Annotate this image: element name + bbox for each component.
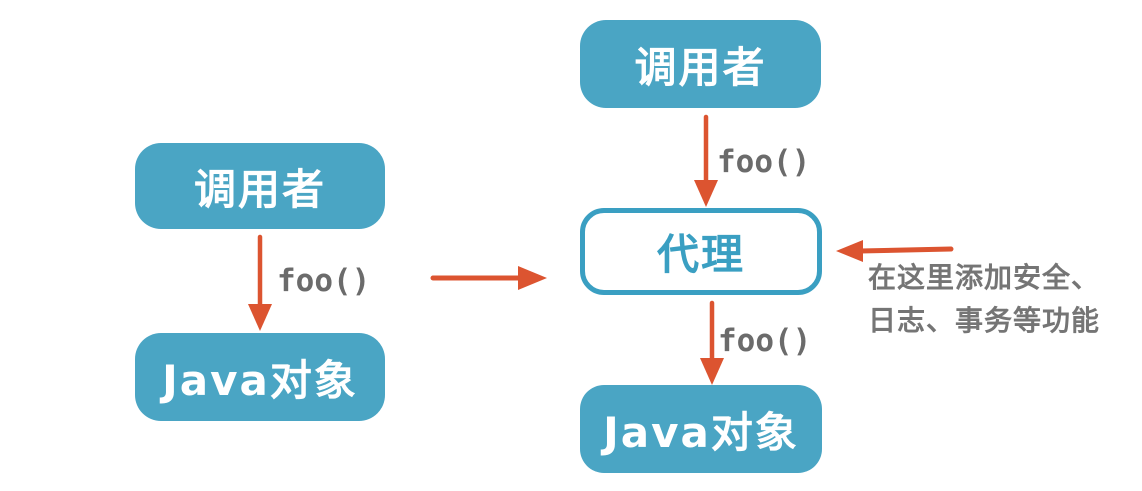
proxy-node: 代理 (580, 208, 822, 295)
left-arrow-down-icon (248, 234, 272, 331)
right-arrow-down-top-icon (694, 114, 718, 207)
transition-arrow-right-icon (430, 266, 547, 290)
right-caller-label: 调用者 (634, 42, 767, 92)
left-target-label: Java对象 (162, 355, 358, 405)
left-target-node: Java对象 (135, 333, 385, 421)
annotation-line1: 在这里添加安全、 (868, 261, 1101, 294)
right-caller-node: 调用者 (580, 20, 821, 108)
right-target-node: Java对象 (580, 385, 822, 473)
right-call-label-bottom: foo() (718, 323, 812, 359)
left-call-label: foo() (277, 263, 371, 299)
annotation-arrow-left-icon (836, 240, 954, 262)
right-call-label-top: foo() (717, 144, 811, 180)
right-arrow-down-bottom-icon (700, 300, 724, 385)
annotation-text: 在这里添加安全、 日志、事务等功能 (868, 256, 1100, 342)
left-caller-node: 调用者 (135, 143, 385, 229)
right-target-label: Java对象 (603, 407, 799, 457)
proxy-label: 代理 (656, 230, 745, 279)
left-caller-label: 调用者 (193, 164, 326, 214)
annotation-line2: 日志、事务等功能 (868, 304, 1101, 337)
